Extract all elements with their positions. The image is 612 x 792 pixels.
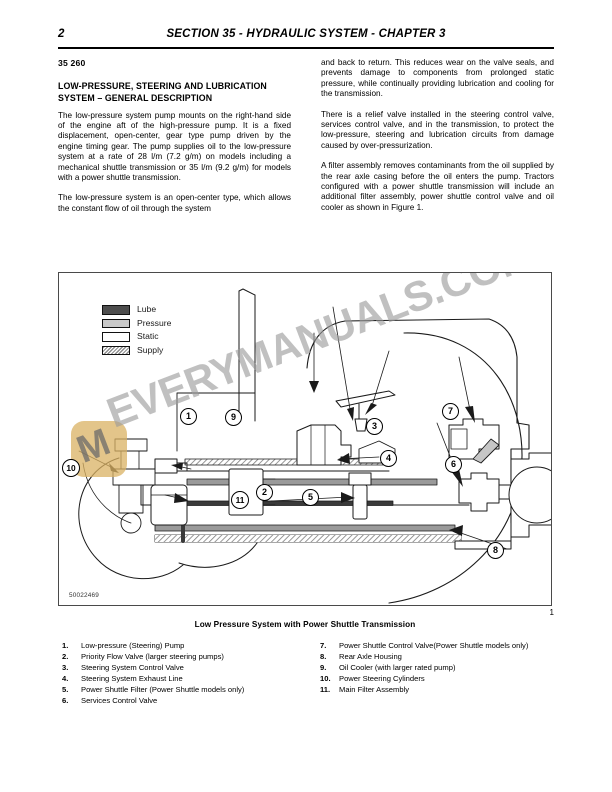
parts-list-item: 3. Steering System Control Valve	[62, 663, 312, 673]
part-label: Services Control Valve	[81, 696, 158, 705]
right-text-column: and back to return. This reduces wear on…	[321, 58, 554, 213]
legend-swatch-pressure-icon	[102, 318, 130, 328]
parts-list-item: 4. Steering System Exhaust Line	[62, 674, 312, 684]
parts-list-item: 8. Rear Axle Housing	[320, 652, 565, 662]
left-text-column: 35 260 LOW-PRESSURE, STEERING AND LUBRIC…	[58, 58, 291, 214]
callout-2: 2	[256, 484, 273, 501]
header-divider	[58, 47, 554, 49]
legend-label-supply: Supply	[137, 344, 164, 355]
figure-caption: Low Pressure System with Power Shuttle T…	[194, 620, 416, 629]
part-label: Power Shuttle Control Valve(Power Shuttl…	[339, 641, 529, 650]
parts-list-item: 6. Services Control Valve	[62, 696, 312, 706]
legend-swatch-static-icon	[102, 332, 130, 342]
legend-label-pressure: Pressure	[137, 317, 172, 328]
legend-swatch-supply-icon	[102, 345, 130, 355]
figure-legend: Lube Pressure Static Supply	[102, 303, 171, 357]
parts-list-item: 2. Priority Flow Valve (larger steering …	[62, 652, 312, 662]
callout-5: 5	[302, 489, 319, 506]
part-label: Low-pressure (Steering) Pump	[81, 641, 185, 650]
legend-item-supply: Supply	[102, 344, 171, 358]
part-number: 5.	[62, 685, 69, 694]
right-paragraph-3: A filter assembly removes contaminants f…	[321, 161, 554, 212]
parts-list-item: 5. Power Shuttle Filter (Power Shuttle m…	[62, 685, 312, 695]
part-label: Main Filter Assembly	[339, 685, 410, 694]
section-heading: LOW-PRESSURE, STEERING AND LUBRICATION S…	[58, 81, 267, 103]
callout-9: 9	[225, 409, 242, 426]
parts-list-item: 10. Power Steering Cylinders	[320, 674, 565, 684]
part-label: Power Steering Cylinders	[339, 674, 425, 683]
left-paragraph-2: The low-pressure system is an open-cente…	[58, 193, 291, 213]
part-number: 6.	[62, 696, 69, 705]
section-number: 35 260	[58, 58, 86, 68]
callout-10: 10	[62, 459, 80, 477]
part-label: Power Shuttle Filter (Power Shuttle mode…	[81, 685, 245, 694]
part-number: 10.	[320, 674, 331, 683]
legend-label-static: Static	[137, 331, 159, 342]
callout-11: 11	[231, 491, 249, 509]
right-paragraph-2: There is a relief valve installed in the…	[321, 109, 554, 150]
part-number: 2.	[62, 652, 69, 661]
legend-item-pressure: Pressure	[102, 317, 171, 331]
part-number: 7.	[320, 641, 327, 650]
part-number: 4.	[62, 674, 69, 683]
legend-item-static: Static	[102, 330, 171, 344]
part-label: Priority Flow Valve (larger steering pum…	[81, 652, 224, 661]
parts-list-item: 7. Power Shuttle Control Valve(Power Shu…	[320, 641, 565, 651]
parts-list-item: 11. Main Filter Assembly	[320, 685, 565, 695]
parts-list-left: 1. Low-pressure (Steering) Pump 2. Prior…	[62, 641, 312, 707]
part-label: Rear Axle Housing	[339, 652, 402, 661]
callout-4: 4	[380, 450, 397, 467]
header-title: SECTION 35 - HYDRAULIC SYSTEM - CHAPTER …	[166, 28, 446, 40]
left-paragraph-1: The low-pressure system pump mounts on t…	[58, 110, 291, 183]
part-label: Steering System Exhaust Line	[81, 674, 183, 683]
part-number: 3.	[62, 663, 69, 672]
callout-1: 1	[180, 408, 197, 425]
callout-6: 6	[445, 456, 462, 473]
parts-list-item: 1. Low-pressure (Steering) Pump	[62, 641, 312, 651]
part-number: 11.	[320, 685, 331, 694]
part-label: Steering System Control Valve	[81, 663, 184, 672]
callout-3: 3	[366, 418, 383, 435]
parts-list-right: 7. Power Shuttle Control Valve(Power Shu…	[320, 641, 565, 696]
part-label: Oil Cooler (with larger rated pump)	[339, 663, 456, 672]
legend-swatch-lube-icon	[102, 305, 130, 315]
figure-frame: M EVERYMANUALS.COM Lube Pressure Static …	[58, 272, 552, 606]
callout-7: 7	[442, 403, 459, 420]
figure-number: 1	[549, 608, 554, 617]
page-header: 2 SECTION 35 - HYDRAULIC SYSTEM - CHAPTE…	[58, 28, 554, 50]
right-paragraph-1: and back to return. This reduces wear on…	[321, 58, 554, 99]
drawing-number: 50022469	[69, 592, 100, 599]
header-page-number: 2	[58, 28, 65, 40]
parts-list-item: 9. Oil Cooler (with larger rated pump)	[320, 663, 565, 673]
part-number: 8.	[320, 652, 327, 661]
part-number: 9.	[320, 663, 327, 672]
legend-item-lube: Lube	[102, 303, 171, 317]
callout-8: 8	[487, 542, 504, 559]
hydraulic-schematic-drawing	[78, 288, 551, 604]
legend-label-lube: Lube	[137, 304, 157, 315]
part-number: 1.	[62, 641, 69, 650]
